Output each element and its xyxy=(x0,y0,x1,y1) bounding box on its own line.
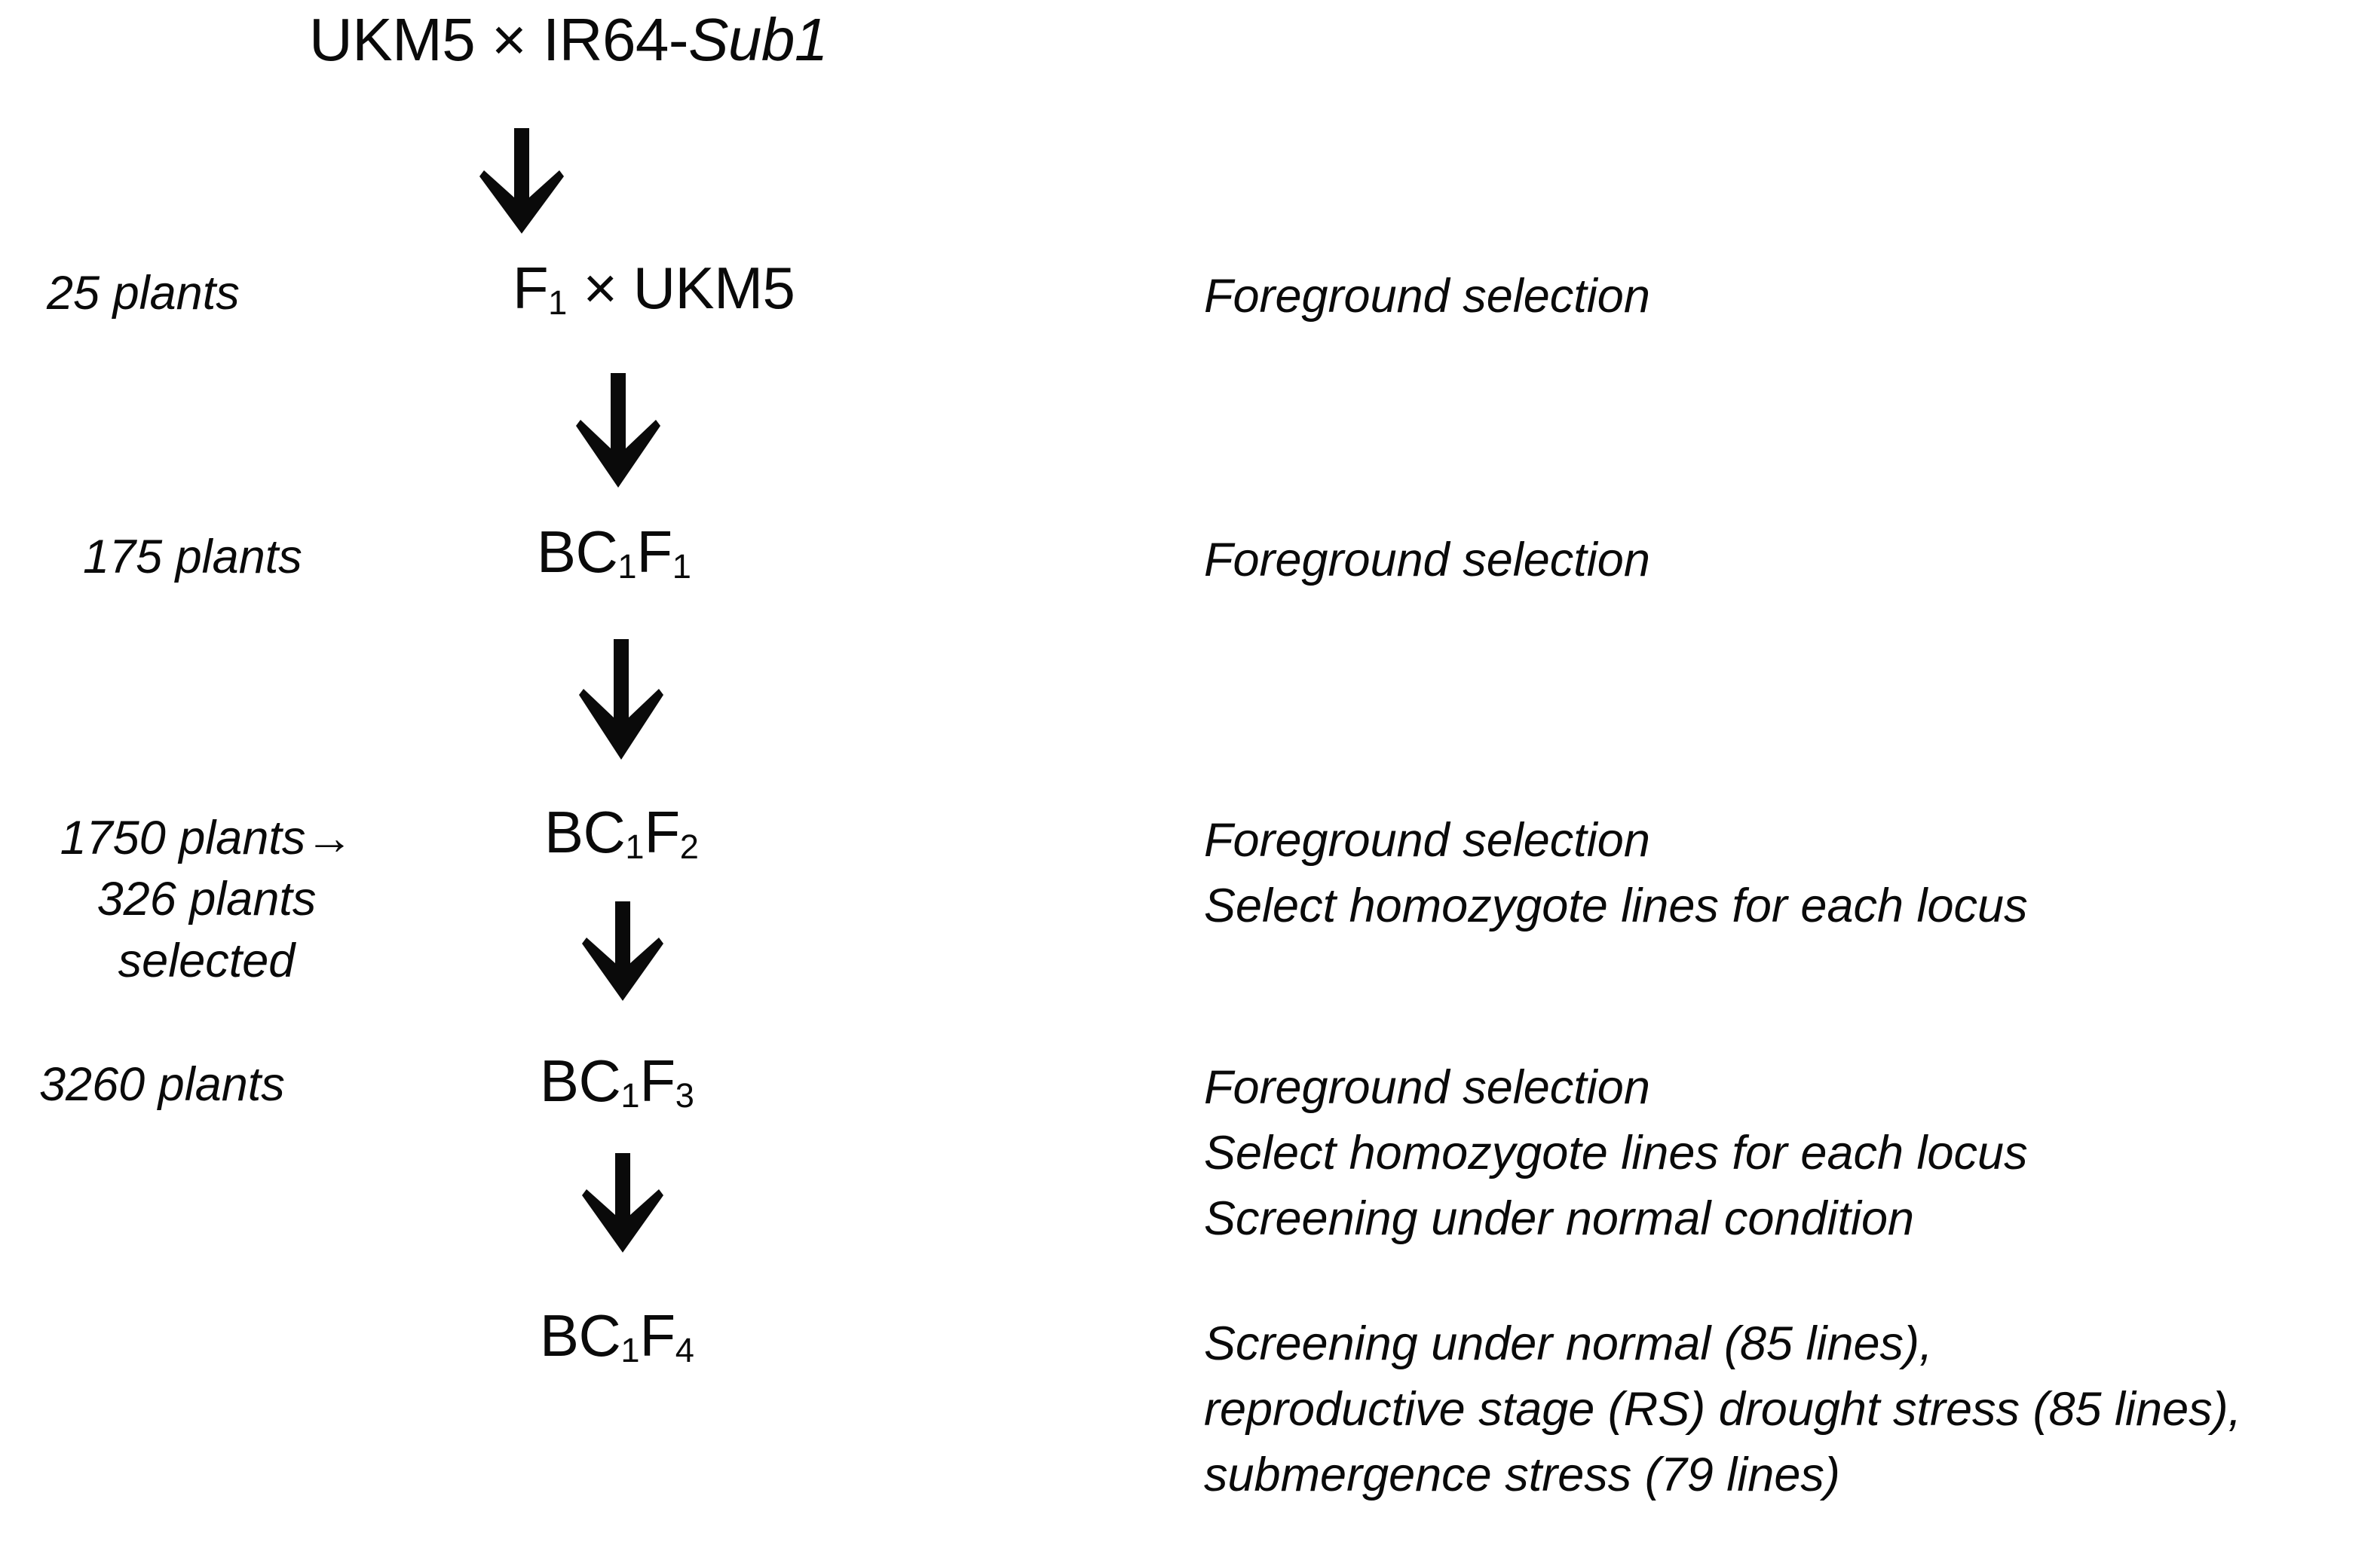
generation-bc1f4-main: BC xyxy=(540,1302,621,1369)
population-size-bc1f2-line-2: 326 plants xyxy=(96,873,317,926)
generation-bc1f4-subscript-2: 4 xyxy=(675,1331,694,1370)
population-size-bc1f2-line-1: 1750 plants→ xyxy=(60,812,354,864)
selection-note-bc1f1-line-1: Foreground selection xyxy=(1204,534,1650,586)
generation-f1-subscript: 1 xyxy=(548,283,568,323)
generation-bc1f3-main: BC xyxy=(540,1048,621,1114)
donor-gene-label: Sub1 xyxy=(688,6,828,73)
population-size-f1: 25 plants xyxy=(47,267,240,320)
generation-bc1f1-subscript-1: 1 xyxy=(617,547,637,586)
population-size-bc1f1: 175 plants xyxy=(83,531,302,583)
generation-bc1f3-subscript-1: 1 xyxy=(620,1076,640,1115)
population-size-bc1f2-line-3: selected xyxy=(118,934,296,987)
cross-title: UKM5 × IR64-Sub1 xyxy=(309,6,828,74)
generation-label-f1: F1 × UKM5 xyxy=(513,255,795,323)
generation-bc1f3-main-2: F xyxy=(639,1048,676,1114)
generation-label-bc1f2: BC1F2 xyxy=(544,800,699,865)
generation-bc1f1-main: BC xyxy=(537,519,618,585)
selection-note-bc1f4-line-1: Screening under normal (85 lines), xyxy=(1204,1317,1933,1370)
generation-bc1f2-main-2: F xyxy=(644,799,681,865)
arrow-bc1f3-to-bc1f4 xyxy=(579,1153,668,1253)
cross-symbol: × xyxy=(475,6,543,73)
selection-notes-bc1f3: Foreground selection Select homozygote l… xyxy=(1204,1055,2028,1252)
selection-notes-bc1f4: Screening under normal (85 lines), repro… xyxy=(1204,1311,2241,1508)
generation-label-bc1f3: BC1F3 xyxy=(540,1048,694,1115)
selection-note-bc1f4-line-2: reproductive stage (RS) drought stress (… xyxy=(1204,1382,2242,1436)
selection-note-bc1f2-line-1: Foreground selection xyxy=(1204,814,1650,867)
arrow-f1-to-bc1f1 xyxy=(571,373,665,488)
generation-label-bc1f4: BC1F4 xyxy=(540,1302,694,1370)
generation-bc1f2-main: BC xyxy=(544,799,626,865)
population-size-bc1f3: 3260 plants xyxy=(39,1058,285,1111)
selection-note-bc1f3-line-3: Screening under normal condition xyxy=(1204,1192,1915,1245)
generation-bc1f1-main-2: F xyxy=(636,519,673,585)
selection-note-f1-line-1: Foreground selection xyxy=(1204,270,1650,323)
arrow-cross-to-f1 xyxy=(475,128,568,234)
generation-bc1f2-subscript-1: 1 xyxy=(625,828,645,867)
generation-f1-suffix: × UKM5 xyxy=(567,255,795,321)
population-size-bc1f2: 1750 plants→ 326 plants selected xyxy=(33,808,380,992)
generation-bc1f3-subscript-2: 3 xyxy=(675,1076,694,1115)
generation-bc1f4-subscript-1: 1 xyxy=(620,1331,640,1370)
selection-note-bc1f3-line-2: Select homozygote lines for each locus xyxy=(1204,1126,2028,1179)
selection-notes-bc1f2: Foreground selection Select homozygote l… xyxy=(1204,808,2028,939)
generation-bc1f1-subscript-2: 1 xyxy=(672,547,691,586)
generation-f1-main: F xyxy=(513,255,549,321)
generation-bc1f2-subscript-2: 2 xyxy=(679,828,699,867)
generation-label-bc1f1: BC1F1 xyxy=(537,519,691,586)
arrow-bc1f1-to-bc1f2 xyxy=(574,639,668,760)
generation-bc1f4-main-2: F xyxy=(639,1302,676,1369)
selection-note-bc1f3-line-1: Foreground selection xyxy=(1204,1061,1650,1114)
selection-note-bc1f4-line-3: submergence stress (79 lines) xyxy=(1204,1448,1840,1501)
selection-note-bc1f2-line-2: Select homozygote lines for each locus xyxy=(1204,879,2028,932)
donor-parent-label: IR64- xyxy=(542,6,689,73)
recurrent-parent-label: UKM5 xyxy=(309,6,476,73)
arrow-bc1f2-to-bc1f3 xyxy=(579,901,668,1001)
